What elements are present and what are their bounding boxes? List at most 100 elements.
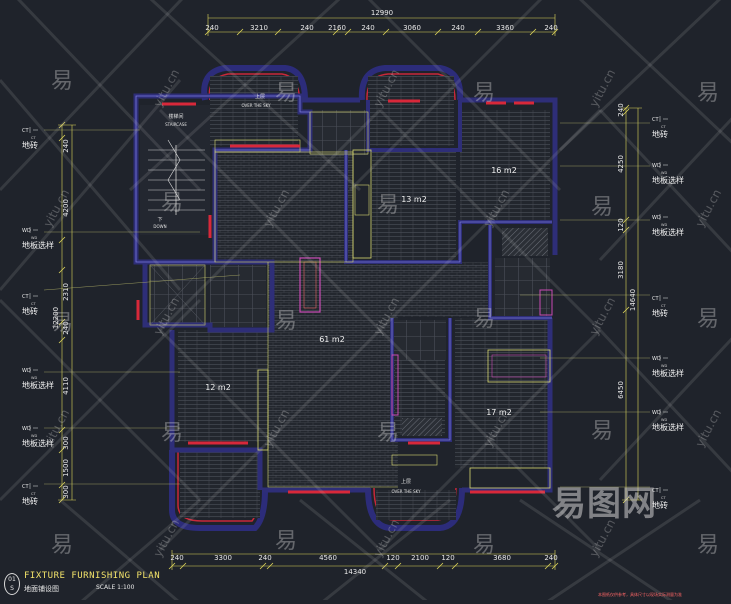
label-upper-bottom: 上层: [401, 478, 411, 485]
watermark-glyph: 易: [275, 309, 297, 334]
dim-top-9: 240: [544, 24, 557, 32]
dim-top-5: 240: [361, 24, 374, 32]
label-over-sky-bottom: OVER THE SKY: [391, 489, 421, 494]
watermark-glyph: 易: [161, 421, 183, 446]
label-down: 下: [157, 217, 162, 223]
dim-bottom-1: 240: [170, 554, 183, 562]
label-over-sky-top: OVER THE SKY: [241, 103, 271, 108]
watermark-site: yitu.cn: [693, 407, 724, 450]
dimension-lines: [58, 14, 642, 570]
dim-bottom-9: 240: [544, 554, 557, 562]
fixtures: [149, 111, 553, 489]
dim-left-total: 12200: [52, 307, 60, 329]
watermark-glyph: 易: [473, 81, 495, 106]
dim-top-3: 240: [300, 24, 313, 32]
room-labels: 13 m2 16 m2 61 m2 12 m2 17 m2: [205, 166, 517, 417]
dimension-texts-vertical: 240 4200 2310 240 4110 300 1500 300 1220…: [52, 103, 637, 498]
bay-window-top-right: [358, 65, 464, 101]
legend-material-name: 地板选样: [22, 438, 54, 448]
dim-left-5: 4110: [62, 377, 70, 395]
legend-code: WD: [652, 163, 661, 169]
label-stair-cn: 楼梯间: [168, 113, 183, 120]
watermark-glyph: 易: [275, 529, 297, 554]
watermark-glyph: 易: [697, 307, 719, 332]
bay-windows: [169, 65, 465, 531]
legend-code: WD: [652, 410, 661, 416]
drawing-title: FIXTURE FURNISHING PLAN: [24, 571, 161, 581]
windows: [136, 99, 545, 494]
watermark-glyph: 易: [161, 191, 183, 216]
legend-code-small: WD: [31, 434, 37, 438]
room-area-bedroom-3: 12 m2: [205, 383, 231, 392]
leader-lines: [43, 122, 650, 488]
dim-right-1: 240: [617, 103, 625, 116]
watermark-brand: 易图网: [552, 484, 657, 524]
legend-material-name: 地板选样: [652, 175, 684, 185]
watermark-glyph: 易: [275, 81, 297, 106]
dim-bottom-3: 240: [258, 554, 271, 562]
room-area-bedroom-2: 16 m2: [491, 166, 517, 175]
dim-right-4: 3180: [617, 261, 625, 279]
staircase: [148, 139, 205, 215]
label-down-en: DOWN: [153, 224, 166, 229]
legend-code: CT: [22, 128, 29, 134]
dim-left-7: 1500: [62, 459, 70, 477]
bay-window-bottom-center: [365, 487, 465, 531]
room-area-bedroom-1: 13 m2: [401, 195, 427, 204]
legend-code-small: CT: [661, 304, 666, 308]
legend-material-name: 地板选样: [652, 422, 684, 432]
dim-top-6: 3060: [403, 24, 421, 32]
dim-left-8: 300: [62, 485, 70, 498]
legend-code-small: WD: [661, 418, 667, 422]
dim-right-total: 14640: [629, 289, 637, 311]
dim-bottom-4: 4560: [319, 554, 337, 562]
legend-material-name: 地砖: [22, 140, 38, 150]
legend-code-small: WD: [661, 223, 667, 227]
legend-right: CTCT地砖WDWD地板选样WDWD地板选样CTCT地砖WDWD地板选样WDWD…: [652, 116, 684, 510]
legend-material-name: 地板选样: [652, 368, 684, 378]
label-upper-top: 上层: [255, 93, 265, 100]
legend-code: CT: [652, 117, 659, 123]
dim-top-8: 3360: [496, 24, 514, 32]
legend-code: CT: [22, 294, 29, 300]
dim-top-1: 240: [205, 24, 218, 32]
legend-code: WD: [652, 215, 661, 221]
watermark-glyph: 易: [591, 195, 613, 220]
watermark-glyph: 易: [697, 81, 719, 106]
legend-code-small: CT: [661, 125, 666, 129]
bay-window-top-left: [201, 65, 308, 101]
drawing-scale: SCALE 1:100: [96, 584, 135, 591]
legend-material-name: 地砖: [652, 129, 668, 139]
watermark-site: yitu.cn: [587, 67, 618, 110]
watermark-glyph: 易: [591, 419, 613, 444]
dim-bottom-8: 3680: [493, 554, 511, 562]
dim-right-2: 4250: [617, 155, 625, 173]
legend-material-name: 地板选样: [652, 227, 684, 237]
bay-window-bottom-left: [169, 450, 268, 531]
legend-code-small: WD: [31, 376, 37, 380]
dim-left-3: 2310: [62, 283, 70, 301]
legend-code-small: WD: [661, 171, 667, 175]
dim-right-5: 6450: [617, 381, 625, 399]
annotations: 上层 OVER THE SKY 楼梯间 STAIRCASE 下 DOWN 上层 …: [153, 93, 421, 494]
dim-left-1: 240: [62, 139, 70, 152]
legend-code-small: WD: [31, 236, 37, 240]
legend-code-small: CT: [31, 136, 36, 140]
dimension-texts: 12990 240 3210 240 2160 240 3060 240 336…: [170, 9, 557, 576]
dim-top-total: 12990: [371, 9, 393, 17]
sheet-number-bottom: S: [10, 585, 14, 592]
legend-left: CTCT地砖WDWD地板选样CTCT地砖WDWD地板选样WDWD地板选样CTCT…: [22, 127, 54, 506]
dim-bottom-7: 120: [441, 554, 454, 562]
legend-code-small: WD: [661, 364, 667, 368]
floor-finishes: [140, 76, 550, 520]
